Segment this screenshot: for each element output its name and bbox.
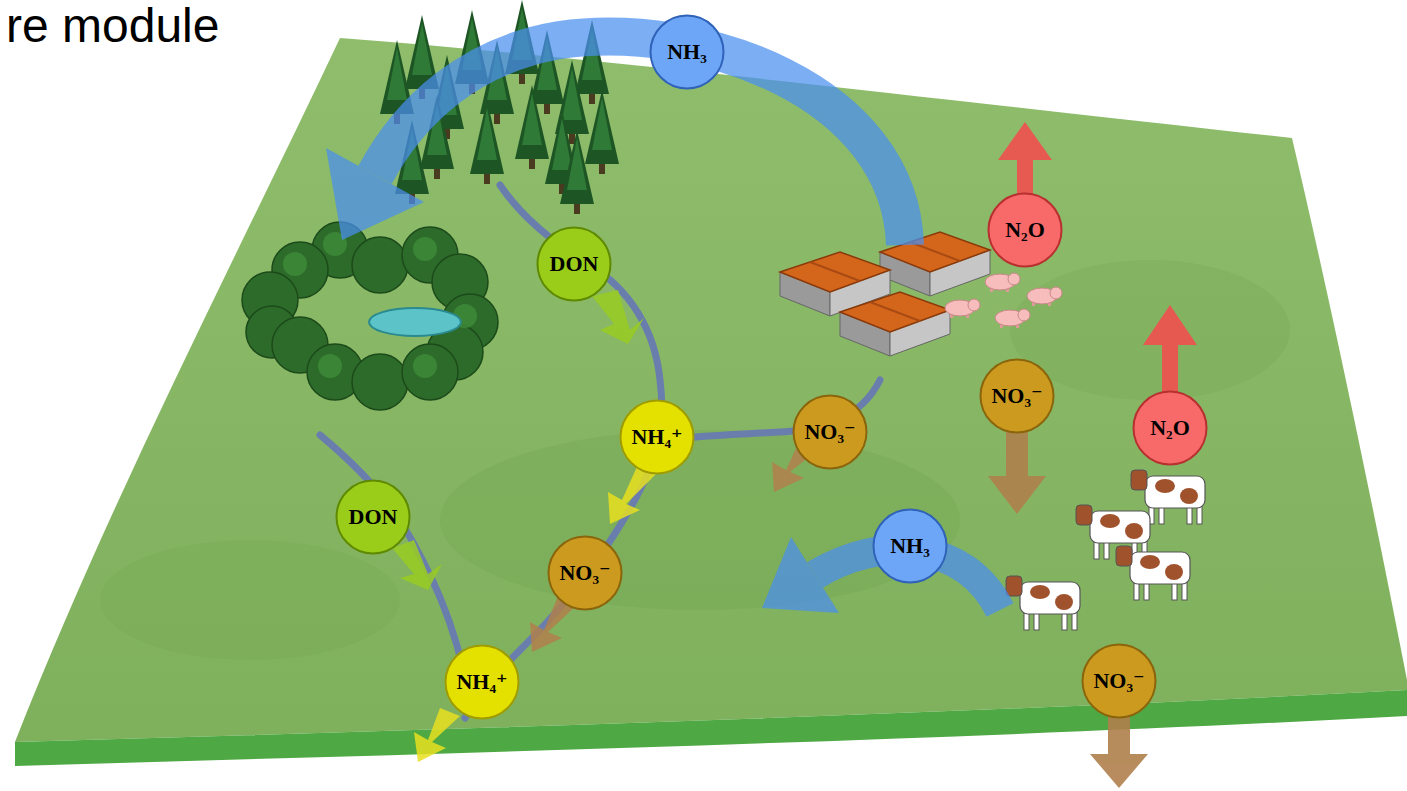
species-label: DON xyxy=(550,252,599,276)
species-label: NO₃⁻ xyxy=(804,420,855,444)
tree-crown xyxy=(402,344,458,400)
flow-arrow xyxy=(592,290,644,344)
conifer-tree xyxy=(560,130,594,214)
species-label: N₂O xyxy=(1150,416,1190,440)
deciduous-wood xyxy=(242,222,498,410)
hill-shade xyxy=(440,430,960,610)
pig-figure xyxy=(995,309,1030,328)
nitrogen-species-circle: NH₃ xyxy=(872,508,948,584)
farm-building xyxy=(840,292,950,356)
land-front-edge xyxy=(15,690,1407,766)
arrow-head xyxy=(1143,305,1197,345)
species-label: NH₄⁺ xyxy=(456,670,507,694)
tree-highlight xyxy=(283,252,307,276)
farm-buildings xyxy=(780,232,990,356)
conifer-tree xyxy=(585,90,619,174)
species-label: DON xyxy=(349,505,398,529)
nitrogen-species-circle: N₂O xyxy=(987,192,1063,268)
circle-fill xyxy=(446,646,519,719)
nitrogen-species-circle: NO₃⁻ xyxy=(979,358,1055,434)
nitrogen-species-circle: DON xyxy=(335,479,411,555)
flow-arrow xyxy=(414,708,460,762)
stream-flow-arrows xyxy=(392,290,820,762)
species-label: NO₃⁻ xyxy=(991,384,1042,408)
nitrogen-species-circle: DON xyxy=(536,226,612,302)
circle-fill xyxy=(651,16,724,89)
pig-figure xyxy=(945,299,980,318)
circle-fill xyxy=(794,396,867,469)
circle-fill xyxy=(981,360,1054,433)
pig-figure xyxy=(985,273,1020,292)
hill-shade xyxy=(100,540,400,660)
circle-fill xyxy=(538,228,611,301)
cows xyxy=(1006,470,1205,630)
arrow-head xyxy=(998,122,1052,160)
nitrogen-species-circle: NO₃⁻ xyxy=(547,535,623,611)
arrow-head xyxy=(1090,754,1148,788)
ammonia-arc xyxy=(375,37,905,245)
cow-figure xyxy=(1076,505,1150,559)
species-label: NO₃⁻ xyxy=(1093,669,1144,693)
circle-fill xyxy=(874,510,947,583)
tree-crown xyxy=(352,354,408,410)
conifer-tree xyxy=(515,85,549,169)
conifer-tree xyxy=(470,100,504,184)
leaching-arrows xyxy=(988,425,1148,788)
nitrogen-species-circle: NO₃⁻ xyxy=(792,394,868,470)
stream xyxy=(320,185,880,718)
nitrogen-species-circle: NH₄⁺ xyxy=(444,644,520,720)
tree-highlight xyxy=(318,354,342,378)
arrow-shaft xyxy=(1162,340,1178,395)
tree-highlights xyxy=(283,232,477,378)
nitrogen-species-circle: NH₃ xyxy=(649,14,725,90)
title-text: re module xyxy=(6,0,219,52)
arrow-head xyxy=(326,148,424,240)
circle-fill xyxy=(621,401,694,474)
title-area: re module xyxy=(6,0,219,52)
arrow-head xyxy=(762,537,839,613)
tree-highlight xyxy=(413,354,437,378)
ammonia-flux-arrows xyxy=(326,37,1000,613)
circle-fill xyxy=(989,194,1062,267)
nitrogen-species-circle: N₂O xyxy=(1132,390,1208,466)
hill-shade xyxy=(1010,260,1290,400)
pigs xyxy=(945,273,1062,328)
tree-crown xyxy=(352,237,408,293)
nitrogen-species-circle: NH₄⁺ xyxy=(619,399,695,475)
species-label: NO₃⁻ xyxy=(559,561,610,585)
species-label: NH₄⁺ xyxy=(631,425,682,449)
nitrogen-species-circle: NO₃⁻ xyxy=(1081,643,1157,719)
species-label: N₂O xyxy=(1005,218,1045,242)
left-stream xyxy=(320,435,470,700)
pond xyxy=(369,308,461,336)
circle-fill xyxy=(337,481,410,554)
arrow-head xyxy=(988,476,1046,514)
circle-fill xyxy=(549,537,622,610)
circle-fill xyxy=(1134,392,1207,465)
arrow-shaft xyxy=(1108,712,1130,758)
cow-figure xyxy=(1116,546,1190,600)
pig-figure xyxy=(1027,287,1062,306)
circle-fill xyxy=(1083,645,1156,718)
cow-figure xyxy=(1006,576,1080,630)
species-label: NH₃ xyxy=(667,40,707,64)
land-surface xyxy=(15,38,1407,742)
species-label: NH₃ xyxy=(890,534,930,558)
tree-highlight xyxy=(413,237,437,261)
flow-arrow xyxy=(392,540,442,590)
